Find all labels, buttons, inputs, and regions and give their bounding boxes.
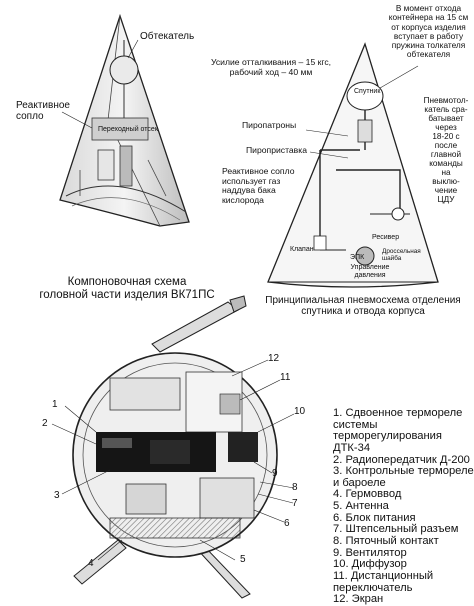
legend-item: 12. Экран [333,593,384,606]
component-legend: 1. Сдвоенное термореле системы терморегу… [333,407,474,606]
label-sputnik: Спутник [354,88,381,95]
label-adapter-compartment: Переходный отсек [98,126,158,133]
label-separation-moment: В момент отхода контейнера на 15 см от к… [388,3,469,60]
legend-item: 4. Гермоввод [333,488,402,501]
legend-item: 8. Пяточный контакт [333,535,439,548]
label-pressure-control: Управление давления [350,264,390,279]
callout-10: 10 [294,406,306,417]
callout-4: 4 [88,558,94,569]
callout-11: 11 [280,372,291,383]
legend-item: 5. Антенна [333,500,389,513]
legend-item: 7. Штепсельный разъем [333,523,459,536]
legend-item: 3. Контрольные термореле и бароеле [333,465,474,489]
callout-2: 2 [42,418,48,429]
pneumatic-scheme-drawing [267,42,439,288]
legend-item: 6. Блок питания [333,511,416,524]
callout-9: 9 [272,468,278,479]
legend-item: 1. Сдвоенное термореле системы терморегу… [333,407,463,454]
caption-head-section-layout: Компоновочная схема головной части издел… [39,276,215,301]
label-pyro-pusher: Пироприставка [246,145,307,155]
legend-item: 9. Вентилятор [333,546,407,559]
callout-7: 7 [292,498,298,509]
callout-12: 12 [268,353,280,364]
label-push-force: Усилие отталкивания – 15 кгс, рабочий хо… [210,57,332,77]
label-jet-nozzle-gas: Реактивное сопло использует газ наддува … [222,166,295,205]
callout-5: 5 [240,554,246,565]
label-pneumo-pusher: Пневмотол- катель сра- батывает через 18… [423,96,469,205]
head-section-cone-drawing [59,13,190,227]
label-throttle-washer: Дроссельная шайба [382,248,421,263]
callout-8: 8 [292,482,298,493]
label-valve: Клапан [290,246,314,253]
label-fairing: Обтекатель [140,31,195,42]
legend-item: 11. Дистанционный переключатель [333,569,434,594]
label-pyro-cartridges: Пиропатроны [242,120,297,130]
caption-pneumatic-scheme: Принципиальная пневмосхема отделения спу… [265,295,461,318]
satellite-cross-section-drawing [51,295,295,599]
callout-1: 1 [52,399,58,410]
label-epk: ЭПК [350,254,365,261]
legend-item: 2. Радиопередатчик Д-200 [333,453,470,466]
legend-item: 10. Диффузор [333,558,407,571]
label-reactive-nozzle: Реактивное сопло [16,100,70,123]
callout-6: 6 [284,518,290,529]
callout-3: 3 [54,490,60,501]
label-receiver: Ресивер [372,234,400,241]
